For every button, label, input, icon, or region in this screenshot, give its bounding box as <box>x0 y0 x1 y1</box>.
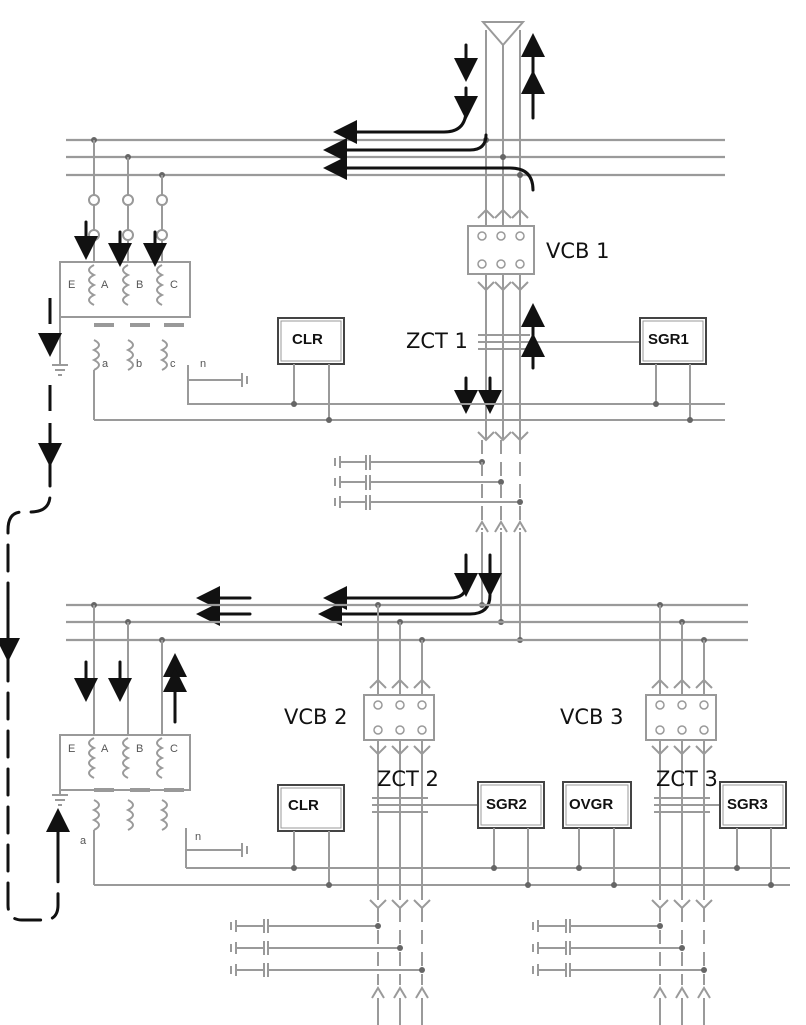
ovgr-label: OVGR <box>569 796 613 813</box>
terminal-c-sec: c <box>170 358 176 370</box>
zct2-label: ZCT 2 <box>377 767 439 791</box>
relay-ovgr: OVGR <box>562 781 632 885</box>
relay-sgr3: SGR3 <box>719 781 787 885</box>
tie-feeder <box>479 532 523 643</box>
terminal-c: C <box>170 279 178 291</box>
sgr1-label: SGR1 <box>648 331 689 348</box>
vcb3: VCB 3 ZCT 3 <box>560 605 720 900</box>
terminal-b: B <box>136 279 143 291</box>
bottom-secondary-bus <box>94 865 790 888</box>
sgr2-label: SGR2 <box>486 796 527 813</box>
vcb3-label: VCB 3 <box>560 705 623 729</box>
feeder2-capacitor-bank <box>230 899 431 1025</box>
incoming-feeder <box>477 21 529 226</box>
top-secondary-bus <box>94 401 725 423</box>
bottom-bus <box>66 602 748 643</box>
terminal-a-sec-2: a <box>80 835 87 847</box>
terminal-e: E <box>68 279 75 291</box>
zct3-label: ZCT 3 <box>656 767 718 791</box>
terminal-b-sec: b <box>136 358 142 370</box>
terminal-b-2: B <box>136 743 143 755</box>
terminal-n-sec-2: n <box>195 831 201 843</box>
clr-bottom-label: CLR <box>288 797 319 814</box>
terminal-a-2: A <box>101 743 109 755</box>
clr-top-label: CLR <box>292 331 323 348</box>
relay-clr-bottom: CLR <box>277 784 345 885</box>
relay-clr-top: CLR <box>277 317 345 420</box>
vcb2-label: VCB 2 <box>284 705 347 729</box>
terminal-a-sec: a <box>102 358 109 370</box>
top-fault-current-path <box>323 33 545 192</box>
ground-return-path <box>0 385 70 922</box>
vcb1: VCB 1 <box>467 225 609 440</box>
bottom-fault-current-path <box>196 553 502 626</box>
vcb2: VCB 2 ZCT 2 <box>284 605 478 900</box>
top-capacitor-bank <box>334 431 529 533</box>
zct1-label: ZCT 1 <box>406 329 468 353</box>
relay-sgr1: SGR1 <box>639 317 707 420</box>
terminal-c-2: C <box>170 743 178 755</box>
relay-sgr2: SGR2 <box>477 781 545 885</box>
zct1: ZCT 1 <box>406 303 642 414</box>
sgr3-label: SGR3 <box>727 796 768 813</box>
terminal-e-2: E <box>68 743 75 755</box>
terminal-n-sec: n <box>200 358 206 370</box>
top-bus <box>66 137 725 178</box>
terminal-a: A <box>101 279 109 291</box>
feeder3-capacitor-bank <box>532 899 713 1025</box>
vcb1-label: VCB 1 <box>546 239 609 263</box>
top-gpt: E A B C a b c n <box>38 140 248 420</box>
bottom-gpt: E A B C a n <box>52 605 248 885</box>
